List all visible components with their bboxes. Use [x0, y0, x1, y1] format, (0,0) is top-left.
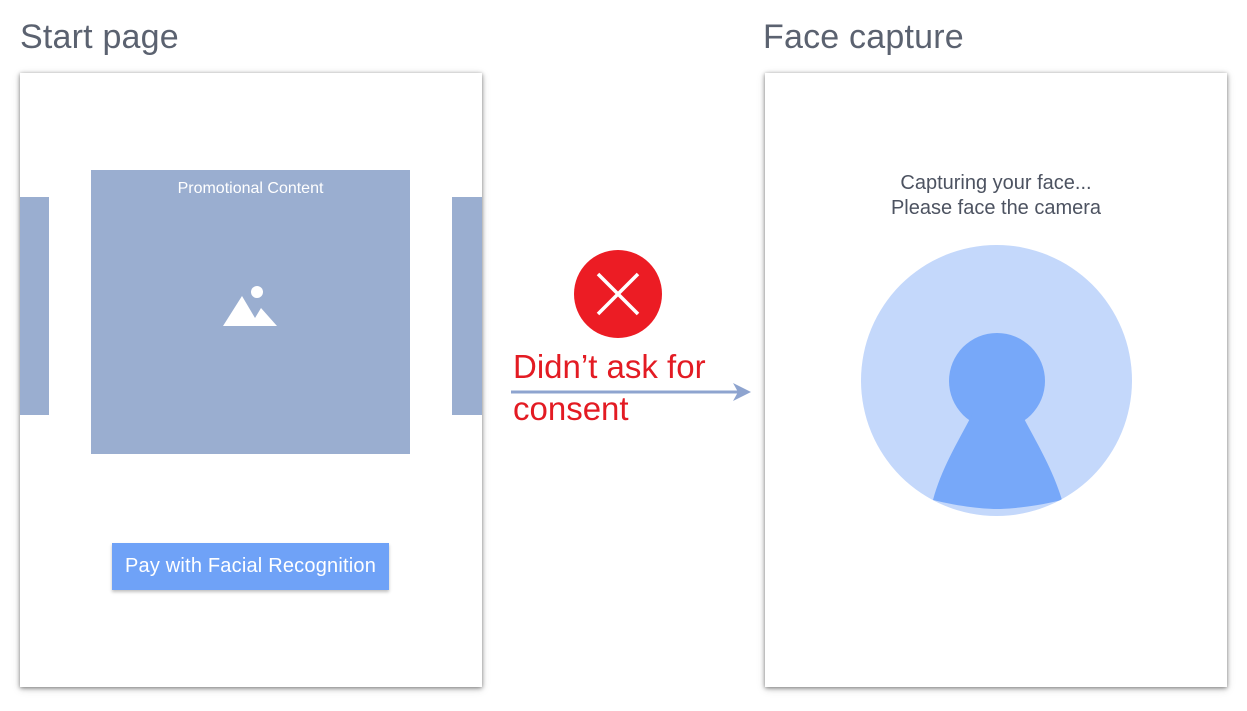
face-capture-title: Face capture	[763, 18, 964, 56]
start-page-title: Start page	[20, 18, 179, 56]
person-silhouette-icon	[861, 245, 1132, 516]
promotional-content-label: Promotional Content	[177, 180, 324, 197]
transition-annotation: Didn’t ask for consent	[505, 240, 760, 440]
capture-status-text: Capturing your face...	[900, 172, 1092, 194]
carousel-next-card[interactable]	[452, 197, 482, 415]
pay-with-facial-recognition-button[interactable]: Pay with Facial Recognition	[112, 543, 389, 590]
capture-instruction-text: Please face the camera	[890, 197, 1102, 219]
image-icon	[223, 286, 277, 326]
promotional-content-card[interactable]: Promotional Content	[91, 170, 410, 454]
face-capture-screen: Capturing your face... Please face the c…	[765, 73, 1227, 687]
start-page-screen: Promotional Content Pay with Facial Reco…	[20, 73, 482, 687]
arrow-right-icon	[511, 383, 751, 401]
x-circle-icon	[574, 250, 662, 338]
carousel-prev-card[interactable]	[20, 197, 49, 415]
no-consent-label: Didn’t ask for consent	[513, 348, 706, 427]
capture-instructions: Capturing your face... Please face the c…	[765, 171, 1227, 221]
